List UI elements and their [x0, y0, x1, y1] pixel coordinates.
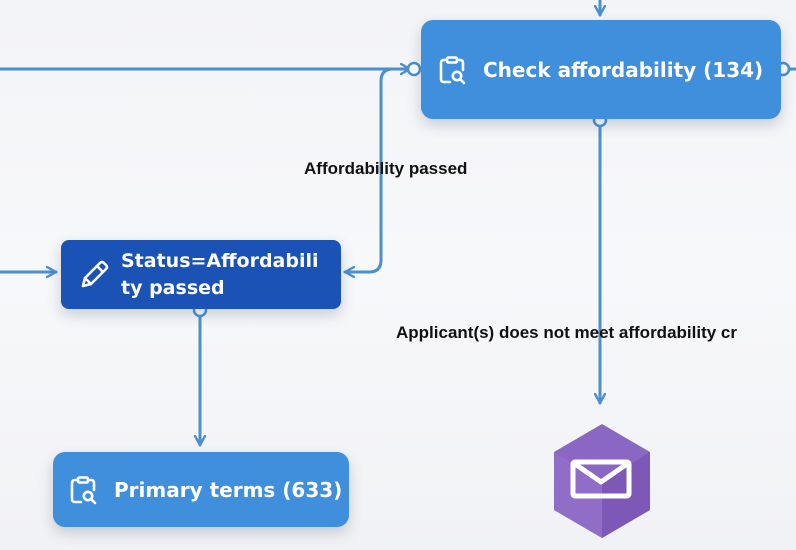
edge-label-does-not-meet: Applicant(s) does not meet affordability…	[396, 323, 737, 342]
node-primary-terms[interactable]: Primary terms (633)	[53, 452, 349, 527]
clipboard-check-icon	[437, 55, 467, 85]
pencil-icon	[77, 258, 111, 292]
connector-affordability-passed	[343, 67, 416, 272]
envelope-icon	[570, 459, 632, 499]
node-email[interactable]	[551, 422, 653, 540]
node-label: Check affordability (134)	[483, 57, 764, 82]
node-label: Primary terms (633)	[114, 477, 343, 502]
edge-label-affordability-passed: Affordability passed	[304, 159, 468, 178]
node-status-affordability[interactable]: Status=Affordability passed	[61, 240, 341, 309]
node-check-affordability[interactable]: Check affordability (134)	[421, 20, 781, 119]
clipboard-check-icon	[68, 475, 98, 505]
node-label: Status=Affordability passed	[121, 249, 319, 299]
port-check-left[interactable]	[406, 61, 422, 77]
